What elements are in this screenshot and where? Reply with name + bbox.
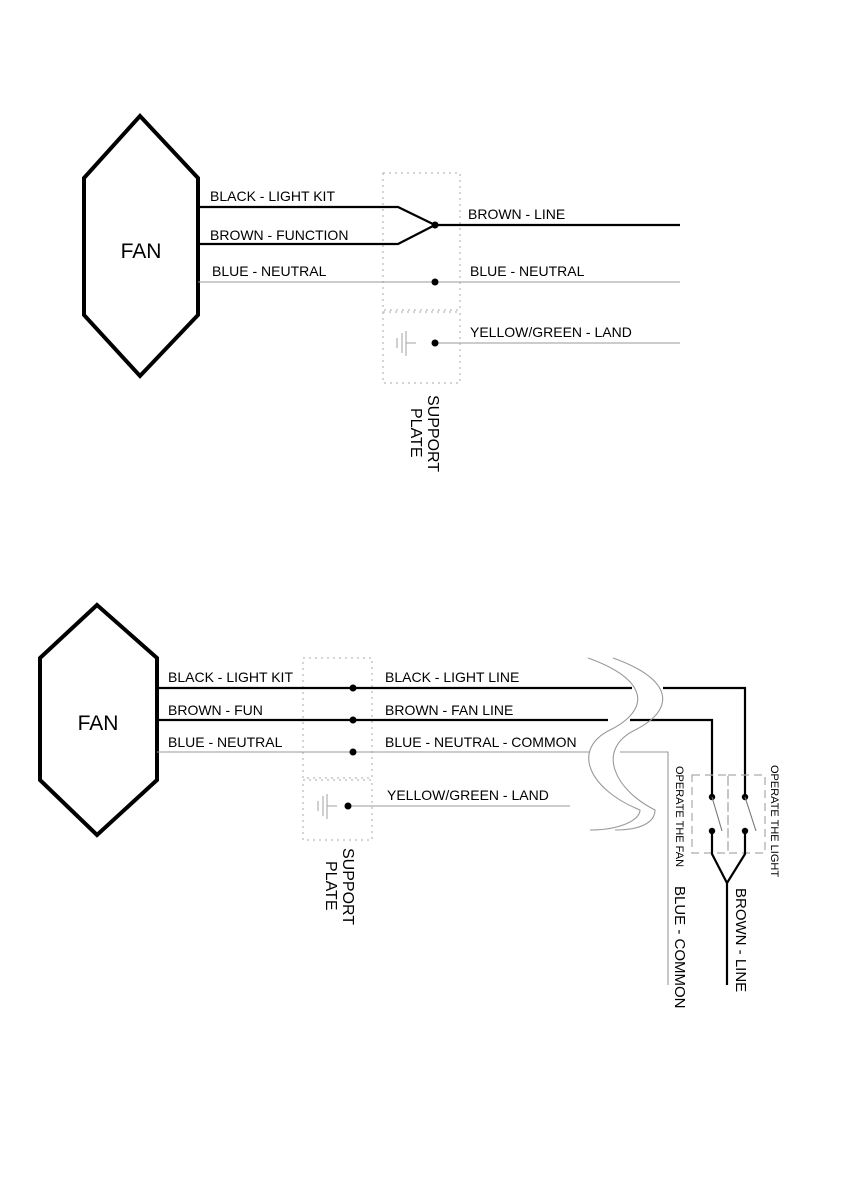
light-switch-blade xyxy=(744,796,757,832)
fan-label: FAN xyxy=(78,712,119,735)
junction-dot xyxy=(349,748,357,756)
light-switch-box xyxy=(727,774,766,854)
ground-icon xyxy=(317,794,337,819)
support-plate-label: PLATE xyxy=(322,861,339,911)
diagram-dual-switch: FAN BLACK - LIGHT KIT BROWN - FUN xyxy=(38,602,780,1009)
wire-label: BROWN - FAN LINE xyxy=(385,702,513,718)
junction-dot xyxy=(349,716,357,724)
wire-label: BLACK - LIGHT LINE xyxy=(385,669,519,685)
support-plate-label: SUPPORT xyxy=(339,848,356,925)
brown-function-wire xyxy=(198,224,436,246)
ground-icon xyxy=(396,331,416,356)
junction-dot xyxy=(349,684,357,692)
cable-break-curve xyxy=(587,657,641,831)
cable-break-curve xyxy=(612,657,664,831)
wire-label: BROWN - LINE xyxy=(468,206,565,222)
support-plate-label: PLATE xyxy=(407,408,424,458)
junction-dot xyxy=(431,278,439,286)
wire-label: YELLOW/GREEN - LAND xyxy=(470,324,632,340)
switch-label-light: OPERATE THE LIGHT xyxy=(768,765,780,877)
wire-label: BLUE - NEUTRAL xyxy=(470,263,585,279)
black-light-kit-wire xyxy=(198,205,436,226)
wire-label: BLUE - NEUTRAL xyxy=(168,734,283,750)
junction-dot xyxy=(431,221,439,229)
junction-dot xyxy=(431,339,439,347)
ground-box xyxy=(382,311,461,384)
blue-common-wire xyxy=(620,751,669,985)
fan-switch-box xyxy=(691,774,729,854)
wire-label: BROWN - FUN xyxy=(168,702,263,718)
wire-label: YELLOW/GREEN - LAND xyxy=(387,787,549,803)
black-light-line-wire xyxy=(663,686,747,797)
brown-line-label: BROWN - LINE xyxy=(732,888,749,992)
fan-shape xyxy=(38,602,159,838)
diagram-single-switch: FAN BLACK - LIGHT KIT BROWN - FUNCTION B… xyxy=(82,113,680,472)
wire-label: BLACK - LIGHT KIT xyxy=(168,669,293,685)
support-plate-box xyxy=(302,657,373,779)
fan-label: FAN xyxy=(121,240,162,263)
wire-label: BROWN - FUNCTION xyxy=(210,227,348,243)
brown-fan-line-wire xyxy=(630,718,714,797)
blue-common-label: BLUE - COMMON xyxy=(671,886,688,1009)
wire-label: BLUE - NEUTRAL xyxy=(212,263,327,279)
junction-dot xyxy=(344,802,352,810)
switch-label-fan: OPERATE THE FAN xyxy=(673,766,685,867)
ground-box xyxy=(302,779,373,841)
support-plate-label: SUPPORT xyxy=(424,395,441,472)
wire-label: BLUE - NEUTRAL - COMMON xyxy=(385,734,577,750)
wire-label: BLACK - LIGHT KIT xyxy=(210,188,335,204)
brown-line-split xyxy=(710,831,747,886)
fan-shape xyxy=(82,113,200,379)
support-plate-box xyxy=(382,172,461,311)
fan-switch-blade xyxy=(711,796,723,832)
